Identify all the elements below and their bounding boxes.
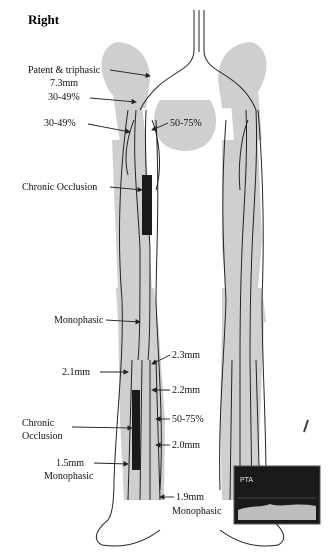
label-2-1mm: 2.1mm (62, 367, 90, 378)
occlusion-tibial (132, 390, 140, 470)
label-50-75-b: 50-75% (172, 414, 204, 425)
doppler-inset: PTA (234, 466, 320, 524)
label-50-75-a: 50-75% (170, 118, 202, 129)
label-1-5mm: 1.5mm (56, 458, 84, 469)
label-monophasic-3: Monophasic (172, 506, 222, 517)
label-1-9mm: 1.9mm (176, 492, 204, 503)
label-30-49-b: 30-49% (44, 118, 76, 129)
pen-mark (304, 420, 308, 432)
label-occlusion: Occlusion (22, 431, 63, 442)
label-chronic-occlusion: Chronic Occlusion (22, 182, 97, 193)
label-2-0mm: 2.0mm (172, 440, 200, 451)
occlusion-femoral (142, 175, 152, 235)
label-patent: Patent & triphasic (28, 65, 101, 76)
label-monophasic: Monophasic (54, 315, 104, 326)
label-2-2mm: 2.2mm (172, 385, 200, 396)
label-chronic: Chronic (22, 418, 55, 429)
label-2-3mm: 2.3mm (172, 350, 200, 361)
inset-label: PTA (240, 477, 253, 484)
label-7-3mm: 7.3mm (50, 78, 78, 89)
label-monophasic-2: Monophasic (44, 471, 94, 482)
pelvis (102, 42, 267, 151)
label-30-49-a: 30-49% (48, 92, 80, 103)
title: Right (28, 12, 60, 27)
